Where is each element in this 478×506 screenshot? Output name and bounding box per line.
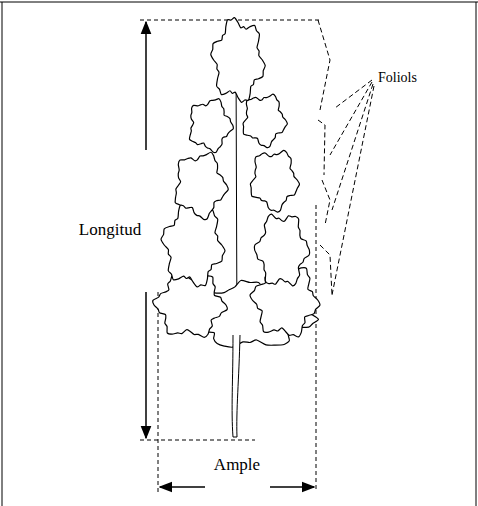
leaflet [153,273,227,338]
leaflet [211,18,265,103]
leaflet [161,203,225,287]
callout-label: Foliols [376,70,419,85]
leaflet [175,152,228,219]
dimension-arrow [160,486,205,488]
dimension-label: Longitud [77,221,143,240]
frame-line [2,2,3,506]
leaf-drawing [153,18,320,437]
dimension-arrow [270,486,314,488]
leader-lines [318,20,374,295]
petiole [232,335,240,437]
leaflet [243,94,287,147]
leaflet [254,214,309,286]
dimension-arrow [145,292,147,438]
dimension-label: Ample [212,456,262,475]
leaflet [250,150,299,212]
frame-line [476,2,477,506]
frame-line [0,2,478,3]
leaflet [189,99,233,153]
dimension-arrow [145,22,147,150]
